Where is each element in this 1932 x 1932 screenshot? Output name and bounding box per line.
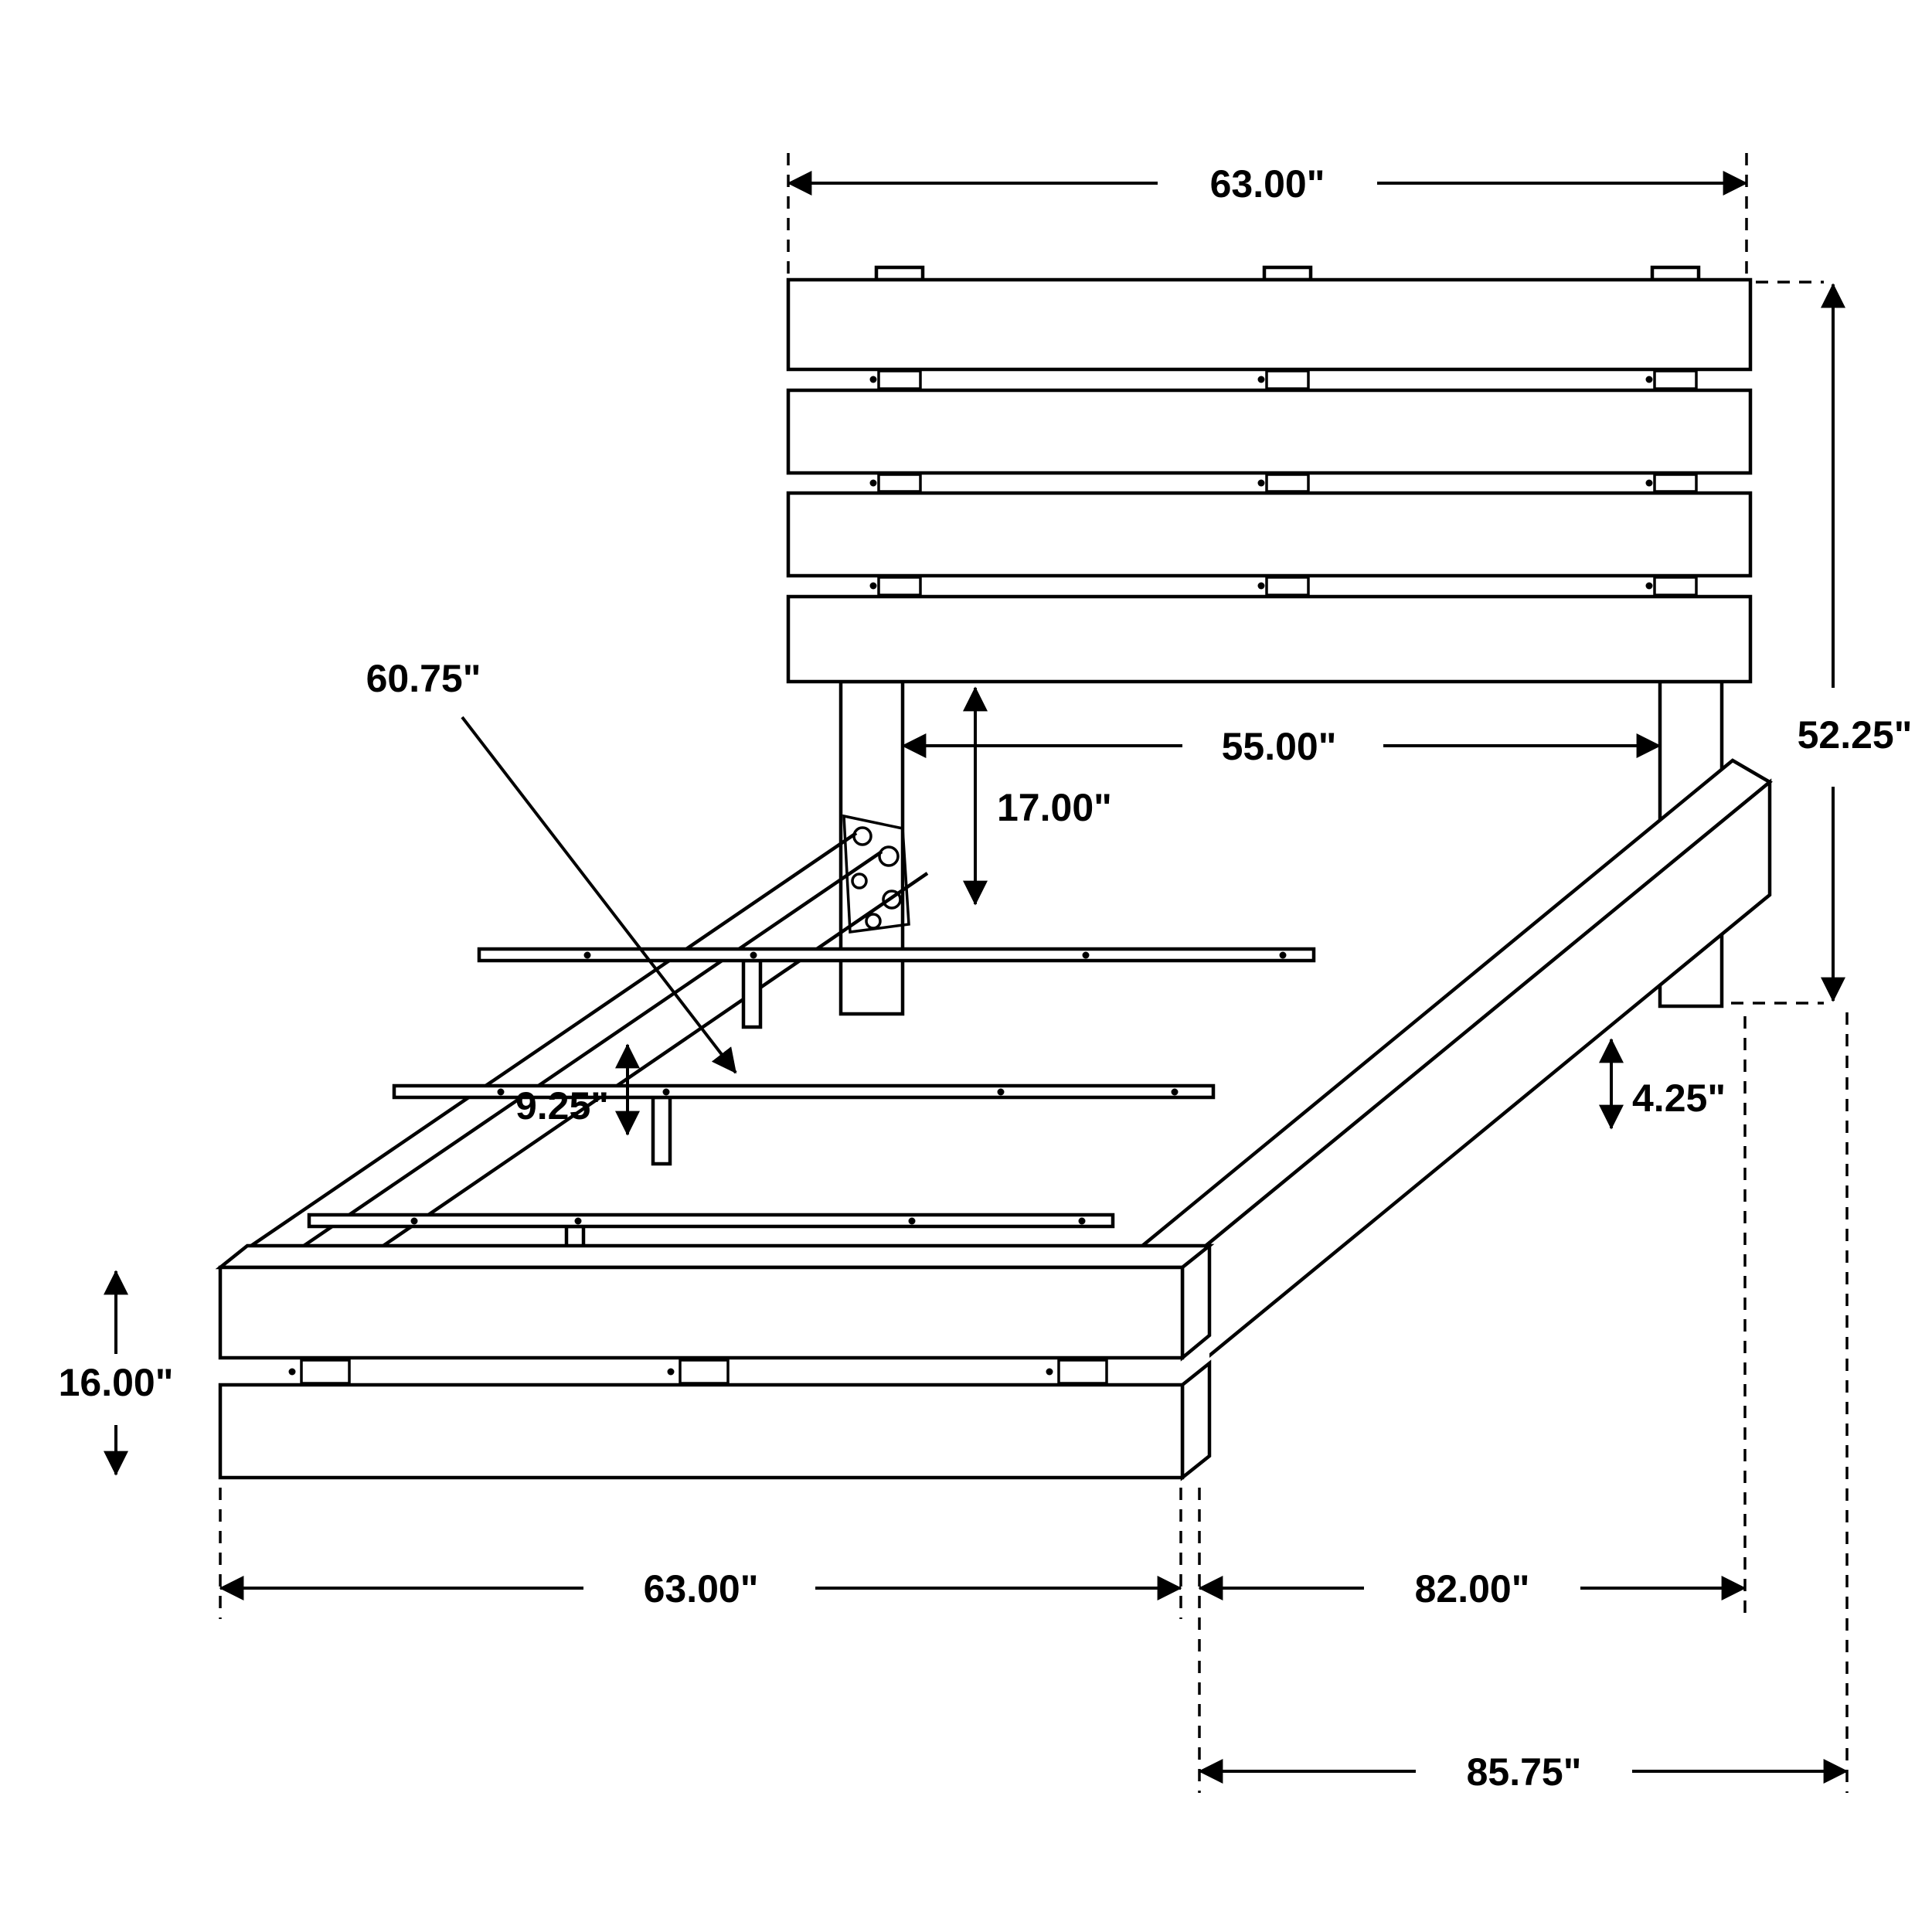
slat-connector [1265,473,1310,493]
near-rail-top-face [1104,758,1773,1299]
dim-label-footboard-height: 16.00" [59,1361,174,1404]
screw-dot [1082,951,1090,959]
dim-label-headboard-width: 63.00" [1210,162,1325,206]
screw-dot [1171,1088,1179,1096]
slat-connector [1057,1359,1108,1385]
bolt-icon [865,913,882,930]
screw-dot [1046,1368,1053,1376]
slat-support-leg [741,958,763,1029]
dim-label-footboard-width: 63.00" [644,1567,759,1611]
dim-label-rail-clearance: 4.25" [1632,1077,1726,1120]
slat-connector [679,1359,730,1385]
screw-dot [750,951,757,959]
headboard-top-tab [1262,265,1313,282]
slat-support-leg [651,1095,672,1166]
screw-dot [1645,376,1653,383]
footboard-board-bottom [218,1383,1185,1480]
bolt-icon [878,845,900,867]
screw-dot [497,1088,505,1096]
screw-dot [869,582,877,590]
screw-dot [583,951,591,959]
screw-dot [908,1217,916,1225]
slat-connector [1653,576,1698,597]
mattress-slats [307,947,1316,1295]
mattress-slat [477,947,1316,963]
screw-dot [288,1368,296,1376]
screw-dot [997,1088,1005,1096]
screw-dot [869,479,877,487]
headboard-slat [786,594,1753,684]
dimension-annotations: 63.00" 52.25" 55.00" 17.00" 60.75" 9.25"… [59,153,1913,1794]
headboard-slat [786,388,1753,475]
dim-label-inner-width: 55.00" [1222,725,1337,768]
bolt-icon [852,826,872,846]
screw-dot [1257,376,1265,383]
screw-dot [1078,1217,1086,1225]
bolt-icon [851,872,868,889]
footboard-side-face [1180,1359,1212,1481]
far-rail-edge [250,832,858,1247]
screw-dot [869,376,877,383]
slat-connector [877,576,922,597]
leader-line-slat [461,716,737,1074]
screw-dot [662,1088,670,1096]
dim-label-overall-length: 85.75" [1467,1750,1582,1794]
screw-dot [1257,479,1265,487]
footboard [215,1242,1215,1481]
dim-label-slat-length: 60.75" [366,657,481,700]
slat-connector [300,1359,351,1385]
mattress-slat [392,1083,1216,1100]
far-rail-edge [275,850,883,1266]
bolt-icon [882,889,902,910]
headboard-top-tab [874,265,925,282]
slat-connector [1653,473,1698,493]
dim-label-frame-length: 82.00" [1415,1567,1530,1611]
mattress-slat [307,1213,1115,1229]
slat-connector [1653,369,1698,390]
slat-connector [1265,369,1310,390]
screw-dot [1279,951,1287,959]
screw-dot [1645,479,1653,487]
screw-dot [410,1217,418,1225]
headboard-slat [786,277,1753,372]
slat-connector [877,369,922,390]
screw-dot [574,1217,582,1225]
headboard-top-tab [1650,265,1701,282]
footboard-board-top [218,1265,1185,1360]
screw-dot [1257,582,1265,590]
rail-bracket [842,814,910,934]
dim-label-headboard-clearance: 17.00" [997,786,1112,829]
slat-connector [877,473,922,493]
slat-connector [1265,576,1310,597]
headboard-slat [786,491,1753,578]
dim-label-headboard-height: 52.25" [1798,713,1913,757]
footboard-side-face [1180,1242,1212,1362]
screw-dot [1645,582,1653,590]
footboard-top-face [215,1243,1215,1270]
screw-dot [667,1368,675,1376]
dim-label-support-height: 9.25" [515,1084,609,1128]
